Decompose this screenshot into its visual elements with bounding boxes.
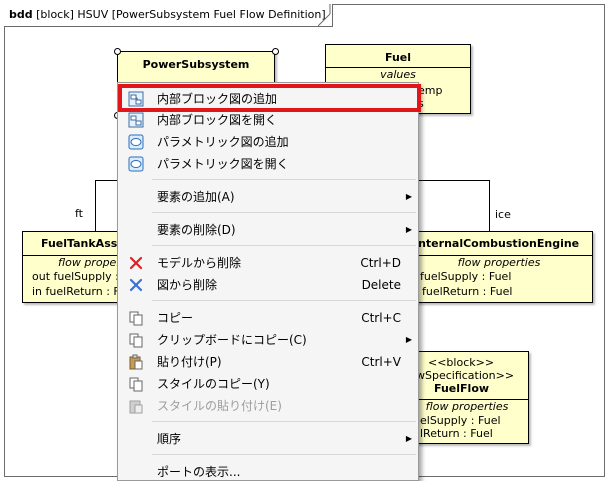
composition-line-ice xyxy=(489,180,490,232)
block-title: InternalCombustionEngine xyxy=(414,237,580,250)
stereotype-label: <<block>> xyxy=(428,356,495,369)
menu-item-show-ports[interactable]: ポートの表示... xyxy=(119,461,417,480)
menu-separator xyxy=(152,179,416,180)
diagram-frame-header: bdd [block] HSUV [PowerSubsystem Fuel Fl… xyxy=(4,4,333,27)
menu-item-add-ibd[interactable]: 内部ブロック図の追加 xyxy=(119,88,417,110)
compartment-label: flow properties xyxy=(406,255,592,270)
menu-shortcut: Ctrl+D xyxy=(360,256,401,270)
block-title: FuelTankAsse xyxy=(41,237,125,250)
menu-item-label: 順序 xyxy=(157,432,182,446)
menu-item-add-parametric[interactable]: パラメトリック図の追加 xyxy=(119,131,417,153)
menu-item-add-element[interactable]: 要素の追加(A) ▶ xyxy=(119,186,417,208)
parametric-add-icon xyxy=(128,134,144,150)
menu-item-delete-from-diagram[interactable]: 図から削除 Delete xyxy=(119,274,417,296)
flow-property: lReturn : Fuel xyxy=(420,427,493,440)
menu-item-label: 貼り付け(P) xyxy=(157,355,222,369)
frame-name: [block] HSUV [PowerSubsystem Fuel Flow D… xyxy=(36,8,326,21)
submenu-arrow-icon: ▶ xyxy=(405,434,412,443)
menu-item-paste-style[interactable]: スタイルの貼り付け(E) xyxy=(119,395,417,417)
menu-shortcut: Delete xyxy=(361,278,401,292)
copy-style-icon xyxy=(129,377,143,392)
delete-model-icon xyxy=(129,256,143,270)
block-internal-combustion-engine[interactable]: InternalCombustionEngine flow properties… xyxy=(405,231,593,303)
menu-item-label: スタイルのコピー(Y) xyxy=(157,377,270,391)
block-title: PowerSubsystem xyxy=(142,58,250,71)
block-title: Fuel xyxy=(384,51,412,64)
highlight-box xyxy=(118,84,421,112)
compartment-label: flow properties xyxy=(406,399,528,414)
composition-line-ft-h xyxy=(95,180,125,181)
ibd-open-icon xyxy=(128,112,144,128)
menu-item-label: 図から削除 xyxy=(157,278,218,292)
menu-item-delete-from-model[interactable]: モデルから削除 Ctrl+D xyxy=(119,252,417,274)
menu-item-label: クリップボードにコピー(C) xyxy=(157,333,307,347)
parametric-open-icon xyxy=(128,156,144,172)
menu-separator xyxy=(152,212,416,213)
frame-kind: bdd xyxy=(9,8,33,21)
menu-shortcut: Ctrl+V xyxy=(361,355,401,369)
ibd-add-icon xyxy=(128,91,144,107)
menu-item-copy-to-clipboard[interactable]: クリップボードにコピー(C) ▶ xyxy=(119,329,417,351)
menu-item-copy-style[interactable]: スタイルのコピー(Y) xyxy=(119,373,417,395)
paste-style-icon xyxy=(129,400,143,414)
menu-item-label: 要素の追加(A) xyxy=(157,190,235,204)
value-property: emp xyxy=(418,84,443,97)
block-title: FuelFlow xyxy=(434,382,490,395)
menu-item-paste[interactable]: 貼り付け(P) Ctrl+V xyxy=(119,351,417,373)
menu-item-copy[interactable]: コピー Ctrl+C xyxy=(119,307,417,329)
stereotype-label: wSpecification>> xyxy=(416,369,515,382)
selection-handle[interactable] xyxy=(272,48,279,55)
flow-property: fuelReturn : Fuel xyxy=(422,285,513,298)
menu-item-label: コピー xyxy=(157,311,194,325)
paste-icon xyxy=(129,354,143,370)
composition-line-ice-h xyxy=(419,180,489,181)
flow-property: in fuelReturn : F xyxy=(32,285,120,298)
composition-line-ft xyxy=(95,180,96,232)
menu-separator xyxy=(152,421,416,422)
compartment-label: flow propertie xyxy=(23,255,141,270)
submenu-arrow-icon: ▶ xyxy=(405,225,412,234)
menu-item-open-ibd[interactable]: 内部ブロック図を開く xyxy=(119,109,417,131)
copy-clipboard-icon xyxy=(129,333,143,348)
menu-item-label: 内部ブロック図の追加 xyxy=(157,92,278,106)
flow-property: out fuelSupply : xyxy=(32,270,119,283)
delete-diagram-icon xyxy=(129,278,143,292)
copy-icon xyxy=(129,311,143,326)
frame-tab-corner xyxy=(318,4,331,27)
menu-shortcut: Ctrl+C xyxy=(361,311,401,325)
menu-item-label: ポートの表示... xyxy=(157,465,241,479)
menu-item-open-parametric[interactable]: パラメトリック図を開く xyxy=(119,153,417,175)
menu-item-label: モデルから削除 xyxy=(157,256,242,270)
flow-property: elSupply : Fuel xyxy=(420,414,501,427)
menu-item-label: 内部ブロック図を開く xyxy=(157,113,278,127)
menu-separator xyxy=(152,245,416,246)
menu-item-label: スタイルの貼り付け(E) xyxy=(157,399,282,413)
menu-separator xyxy=(152,300,416,301)
role-label-ft: ft xyxy=(75,207,83,220)
selection-handle[interactable] xyxy=(114,48,121,55)
menu-item-remove-element[interactable]: 要素の削除(D) ▶ xyxy=(119,219,417,241)
submenu-arrow-icon: ▶ xyxy=(405,335,412,344)
menu-item-label: 要素の削除(D) xyxy=(157,223,236,237)
context-menu: 内部ブロック図の追加 内部ブロック図を開く パラメトリック図の追加 パラメトリッ… xyxy=(117,82,419,481)
block-fuel-flow[interactable]: <<block>> wSpecification>> FuelFlow flow… xyxy=(405,351,529,444)
menu-item-label: パラメトリック図を開く xyxy=(157,157,289,171)
menu-separator xyxy=(152,454,416,455)
submenu-arrow-icon: ▶ xyxy=(405,192,412,201)
menu-item-order[interactable]: 順序 ▶ xyxy=(119,428,417,450)
role-label-ice: ice xyxy=(495,208,511,221)
compartment-label: values xyxy=(326,67,470,84)
menu-item-label: パラメトリック図の追加 xyxy=(157,135,289,149)
flow-property: fuelSupply : Fuel xyxy=(420,270,512,283)
